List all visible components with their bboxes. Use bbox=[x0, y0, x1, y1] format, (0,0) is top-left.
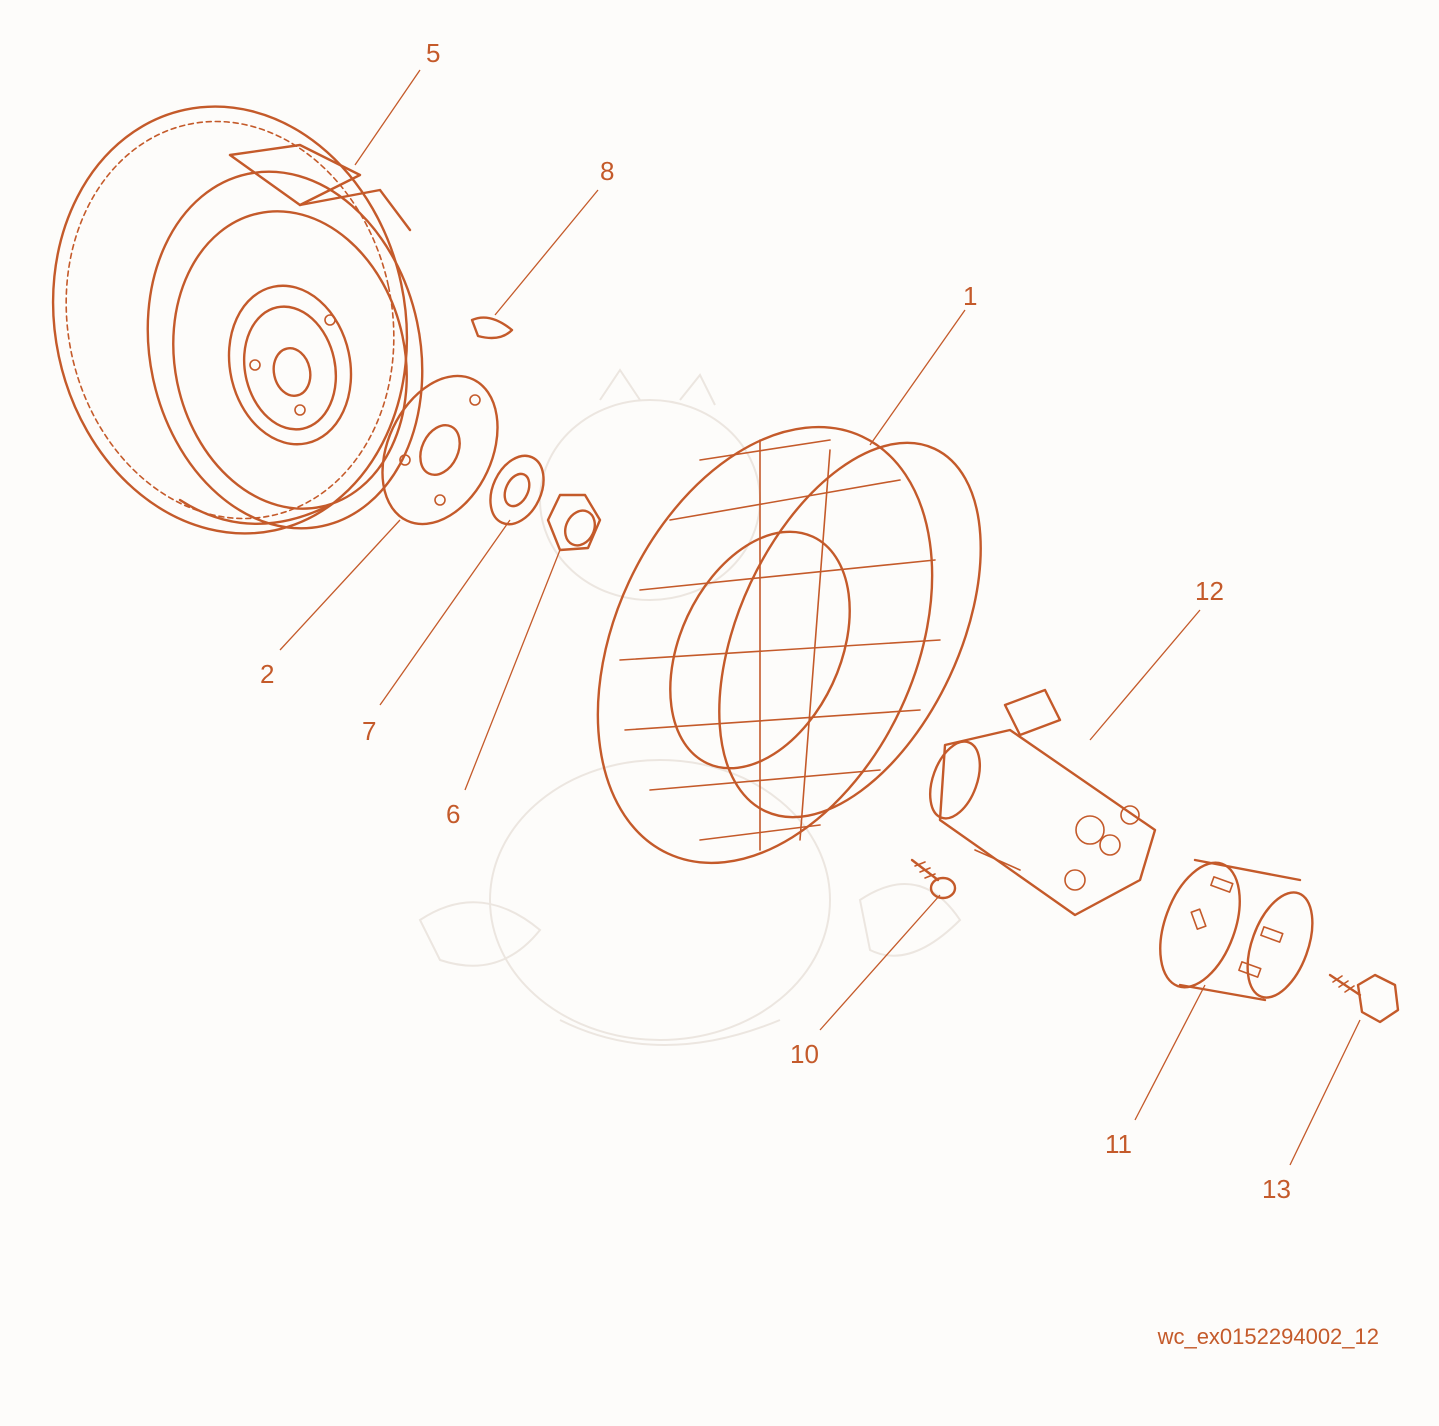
callout-7: 7 bbox=[362, 716, 376, 746]
callout-2: 2 bbox=[260, 659, 274, 689]
leader-13 bbox=[1289, 1019, 1361, 1166]
leader-lines bbox=[279, 69, 1361, 1166]
callout-10: 10 bbox=[790, 1039, 819, 1069]
callout-1: 1 bbox=[963, 281, 977, 311]
key-part-8 bbox=[470, 316, 514, 340]
callout-8: 8 bbox=[600, 156, 614, 186]
leader-10 bbox=[819, 894, 941, 1031]
leader-1 bbox=[869, 309, 966, 446]
nut-part-6 bbox=[546, 493, 602, 552]
leader-12 bbox=[1089, 609, 1201, 741]
ratchet-cup-part-11 bbox=[1159, 858, 1314, 1002]
callout-13: 13 bbox=[1262, 1174, 1291, 1204]
washer-part-7 bbox=[489, 454, 545, 526]
callout-11: 11 bbox=[1105, 1129, 1132, 1159]
fan-part-1 bbox=[596, 425, 982, 865]
figure-id: wc_ex0152294002_12 bbox=[1157, 1324, 1379, 1349]
callout-labels: 5 8 1 12 2 7 6 10 11 13 bbox=[260, 38, 1291, 1204]
callout-5: 5 bbox=[426, 38, 440, 68]
leader-5 bbox=[354, 69, 421, 166]
watermark-mascot bbox=[418, 368, 962, 1046]
screw-part-10 bbox=[910, 858, 957, 900]
leader-7 bbox=[379, 519, 511, 706]
leader-6 bbox=[464, 549, 561, 791]
bolt-part-13 bbox=[1328, 973, 1400, 1024]
plate-part-2 bbox=[381, 374, 499, 526]
flywheel-part-5 bbox=[51, 105, 424, 535]
leader-8 bbox=[494, 189, 599, 316]
callout-12: 12 bbox=[1195, 576, 1224, 606]
leader-2 bbox=[279, 519, 401, 651]
leader-11 bbox=[1134, 984, 1206, 1121]
callout-6: 6 bbox=[446, 799, 460, 829]
starter-cup-part-12 bbox=[929, 688, 1157, 917]
